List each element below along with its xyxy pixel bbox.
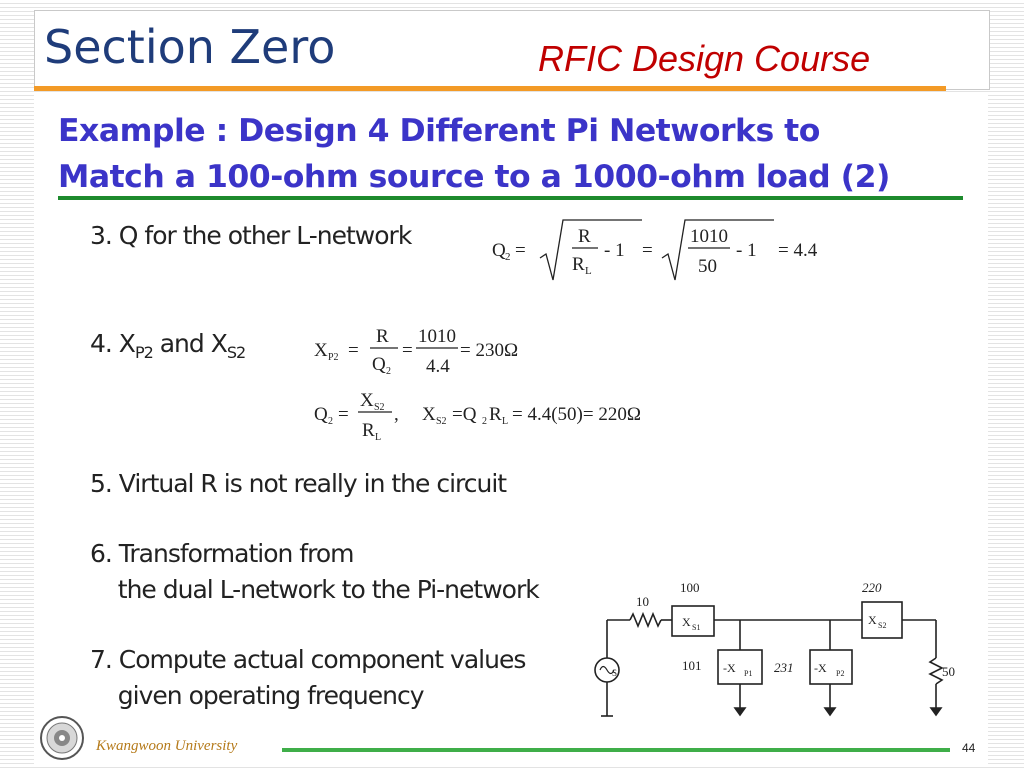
step-5: 5. Virtual R is not really in the circui… (90, 469, 507, 498)
q2-frac2-den: 50 (698, 256, 717, 277)
slide-content (34, 95, 988, 765)
circuit-label-100: 100 (680, 580, 700, 595)
xp2-equation: X P2 = R Q 2 = 1010 4.4 = 230Ω (314, 326, 518, 377)
circuit-label-220: 220 (862, 580, 882, 595)
university-seal-icon (40, 716, 84, 760)
circuit-label-xs1-sub: S1 (692, 623, 700, 632)
xs2-result: = 4.4(50)= 220Ω (512, 404, 641, 425)
step-7-line2: given operating frequency (90, 681, 425, 710)
xp2-result: = 230Ω (460, 340, 518, 361)
heading-rule (58, 196, 963, 200)
xp2-frac2-den: 4.4 (426, 356, 450, 377)
step-3: 3. Q for the other L-network (90, 221, 412, 250)
q2-minus1-b: - 1 (736, 240, 757, 261)
svg-text:=: = (402, 340, 413, 361)
step-4-sub1: P2 (134, 343, 154, 362)
q2-equation: Q 2 = R R L - 1 = 1010 50 - 1 = 4.4 (492, 219, 818, 281)
q2-frac2-num: 1010 (690, 226, 728, 247)
xs2-rhs-expr-sub: 2 (482, 416, 487, 427)
circuit-label-101: 101 (682, 658, 702, 673)
q2-eq2: = (642, 240, 653, 261)
xp2-frac1-num: R (376, 326, 389, 347)
xs2-frac-den: R (362, 420, 375, 441)
svg-text:=: = (348, 340, 359, 361)
circuit-label-load: 50 (942, 664, 955, 679)
xp2-lhs-sub: P2 (328, 352, 339, 363)
xp2-frac1-den-sub: 2 (386, 366, 391, 377)
circuit-label-source-r: 10 (636, 594, 649, 609)
step-6-line2: the dual L-network to the Pi-network (90, 575, 540, 604)
xp2-lhs: X (314, 340, 328, 361)
course-title: RFIC Design Course (538, 38, 871, 79)
example-heading: Example : Design 4 Different Pi Networks… (58, 108, 978, 200)
xs2-rhs-expr: =Q (452, 404, 477, 425)
section-title: Section Zero (44, 20, 336, 74)
step-7-line1: 7. Compute actual component values (90, 645, 526, 674)
step-4-sub2: S2 (226, 343, 246, 362)
circuit-label-xs1: X (682, 615, 691, 629)
page-number: 44 (962, 741, 976, 755)
q2-frac1-den: R (572, 254, 585, 275)
circuit-label-xs2-sub: S2 (878, 621, 886, 630)
example-heading-line1: Example : Design 4 Different Pi Networks… (58, 113, 820, 149)
university-name: Kwangwoon University (96, 738, 238, 754)
footer-rule (282, 748, 950, 752)
step-6-line1: 6. Transformation from (90, 539, 354, 568)
xs2-rhs-expr2: R (489, 404, 502, 425)
svg-text:,: , (394, 404, 399, 425)
circuit-label-source: S (612, 668, 617, 678)
circuit-label-xp2: -X (814, 661, 827, 675)
q2-frac1-den-sub: L (585, 265, 592, 277)
q2-minus1-a: - 1 (604, 240, 625, 261)
step-4-mid: and X (152, 329, 228, 358)
q2-frac1-num: R (578, 226, 591, 247)
xp2-frac2-num: 1010 (418, 326, 456, 347)
title-box (34, 10, 990, 90)
example-heading-line2: Match a 100-ohm source to a 1000-ohm loa… (58, 159, 890, 195)
q2-eq1: = (515, 240, 526, 261)
xs2-rhs-sub: S2 (436, 416, 447, 427)
q2-lhs-sub: 2 (505, 251, 511, 263)
circuit-label-xp1-sub: P1 (744, 669, 752, 678)
xs2-frac-num: X (360, 390, 374, 411)
xs2-frac-den-sub: L (375, 432, 381, 443)
circuit-label-xp1: -X (723, 661, 736, 675)
xs2-frac-num-sub: S2 (374, 402, 385, 413)
pi-network-circuit: 10 S 100 X S1 101 -X P1 231 -X P2 220 X … (594, 580, 955, 717)
svg-text:=: = (338, 404, 349, 425)
xs2-rhs-expr2-sub: L (502, 416, 508, 427)
xs2-equation: Q 2 = X S2 R L , X S2 =Q 2 R L = 4.4(50)… (314, 390, 641, 443)
circuit-label-xs2: X (868, 613, 877, 627)
step-4: 4. XP2 and XS2 (90, 326, 246, 371)
circuit-label-xp2-sub: P2 (836, 669, 844, 678)
step-4-prefix: 4. X (90, 329, 136, 358)
xp2-frac1-den: Q (372, 354, 386, 375)
title-underline (34, 86, 946, 91)
q2-result: = 4.4 (778, 240, 818, 261)
circuit-label-231: 231 (774, 660, 794, 675)
xs2-rhs: X (422, 404, 436, 425)
q2-lhs: Q (492, 240, 506, 261)
xs2-lhs-sub: 2 (328, 416, 333, 427)
xs2-lhs: Q (314, 404, 328, 425)
